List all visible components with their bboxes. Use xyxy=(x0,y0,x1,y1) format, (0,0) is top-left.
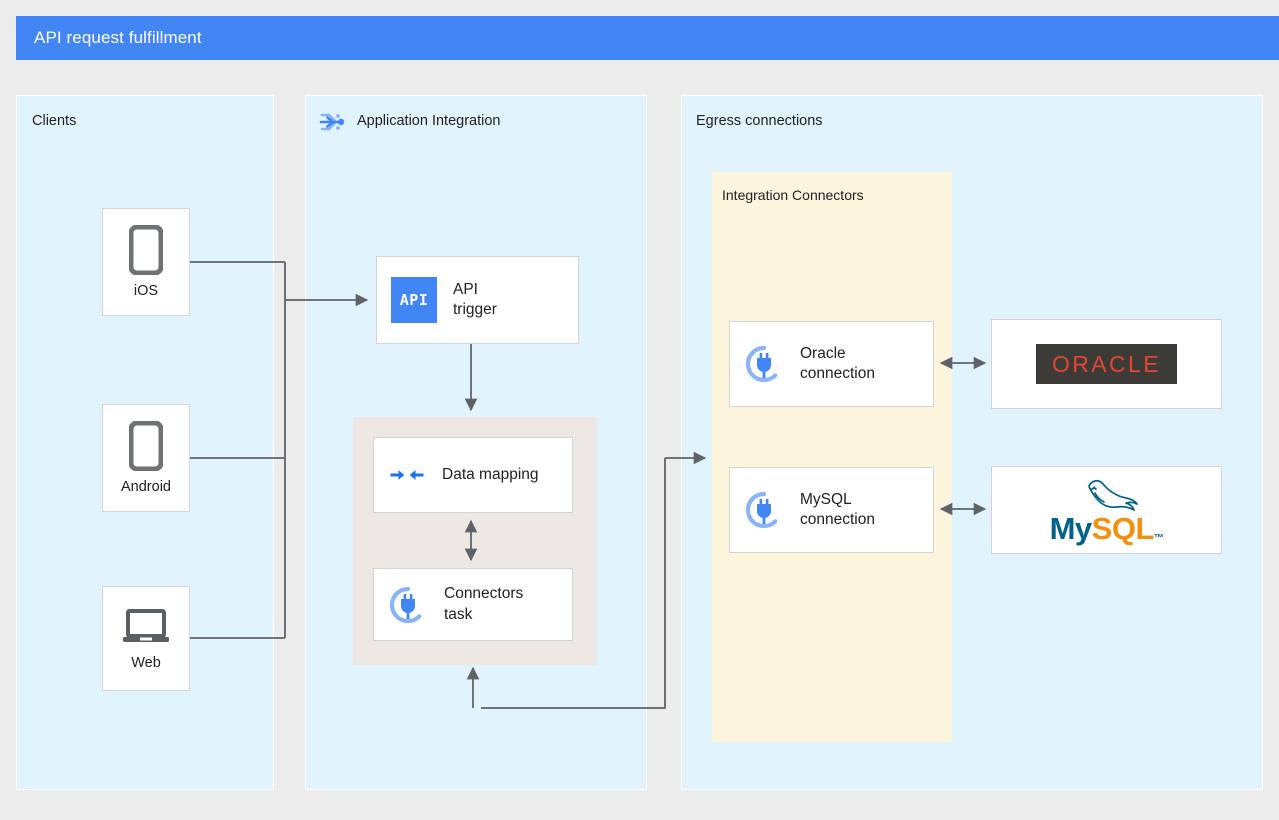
header-bar: API request fulfillment xyxy=(16,16,1279,60)
node-connectors-task-label: Connectors task xyxy=(444,585,524,623)
oracle-logo-text: ORACLE xyxy=(1052,351,1161,377)
zone-egress-label: Egress connections xyxy=(696,113,823,129)
page-title: API request fulfillment xyxy=(34,28,202,47)
panel-integration-connectors-label: Integration Connectors xyxy=(722,187,864,203)
node-api-trigger[interactable]: API API trigger xyxy=(376,256,579,344)
connector-plug-icon xyxy=(388,585,428,625)
mysql-logo: MySQL™ xyxy=(1050,477,1164,544)
api-icon: API xyxy=(391,277,437,323)
node-oracle-connection-label: Oracle connection xyxy=(800,344,875,382)
client-label-ios: iOS xyxy=(133,283,159,299)
phone-icon xyxy=(129,421,163,471)
client-label-android: Android xyxy=(121,479,171,495)
logo-box-mysql: MySQL™ xyxy=(991,466,1222,554)
connector-plug-icon xyxy=(744,344,784,384)
mysql-trademark: ™ xyxy=(1153,532,1164,544)
connector-plug-icon xyxy=(744,490,784,530)
api-icon-text: API xyxy=(399,291,429,309)
client-card-ios[interactable]: iOS xyxy=(102,208,190,316)
oracle-logo: ORACLE xyxy=(1036,344,1177,384)
node-mysql-connection-label: MySQL connection xyxy=(800,490,875,528)
node-connectors-task[interactable]: Connectors task xyxy=(373,568,573,641)
client-label-web: Web xyxy=(131,654,161,671)
phone-icon xyxy=(129,225,163,275)
client-card-android[interactable]: Android xyxy=(102,404,190,512)
node-data-mapping[interactable]: Data mapping xyxy=(373,437,573,513)
mysql-word-my: My xyxy=(1049,510,1093,546)
node-data-mapping-label: Data mapping xyxy=(442,465,539,483)
panel-integration-connectors xyxy=(712,172,952,742)
zone-application-integration-label: Application Integration xyxy=(357,113,501,129)
zone-clients-label: Clients xyxy=(32,113,77,129)
node-api-trigger-label: API trigger xyxy=(453,280,497,318)
mysql-dolphin-icon xyxy=(1087,479,1138,511)
logo-box-oracle: ORACLE xyxy=(991,319,1222,409)
data-mapping-icon xyxy=(390,463,424,487)
application-integration-icon xyxy=(318,107,348,142)
node-oracle-connection[interactable]: Oracle connection xyxy=(729,321,934,407)
laptop-icon xyxy=(121,607,171,647)
node-mysql-connection[interactable]: MySQL connection xyxy=(729,467,934,553)
mysql-logo-text: MySQL™ xyxy=(1050,513,1164,544)
mysql-word-sql: SQL xyxy=(1091,510,1155,546)
client-card-web[interactable]: Web xyxy=(102,586,190,691)
